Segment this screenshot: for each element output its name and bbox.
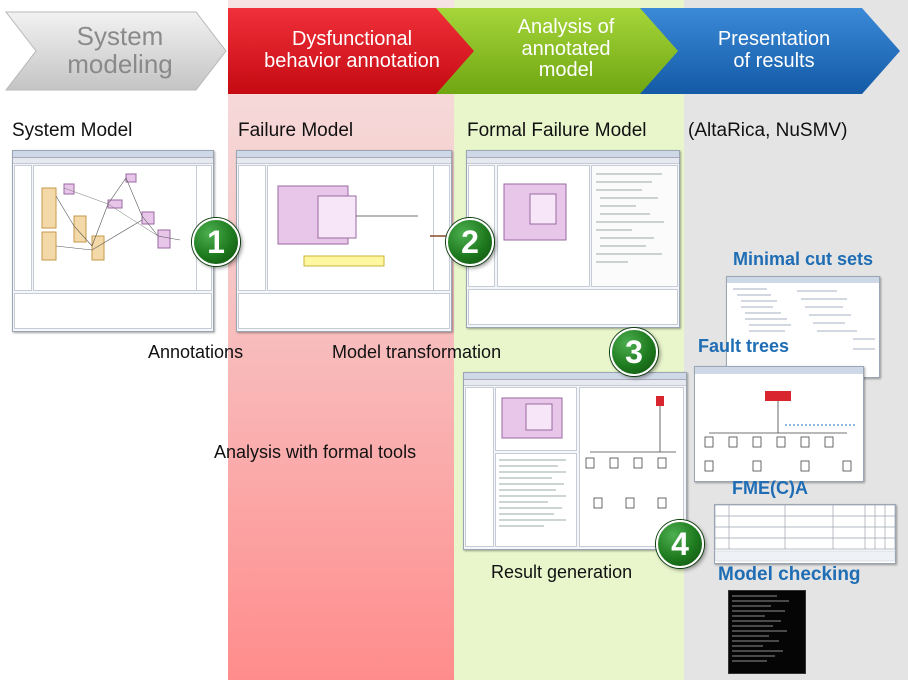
project-tree [238, 165, 266, 291]
fault-tree-view [579, 387, 684, 547]
system-model-heading: System Model [12, 120, 133, 141]
phase-arrow-system-modeling [4, 11, 227, 91]
diagram-canvas [33, 165, 197, 291]
log-view [495, 453, 577, 547]
minimal-cut-sets-screenshot [726, 276, 880, 378]
diagram-canvas [496, 165, 590, 287]
window-titlebar [13, 151, 213, 158]
phase-arrow-presentation [640, 8, 900, 94]
phase-line: Presentation [717, 28, 831, 50]
fmeca-label: FME(C)A [732, 478, 808, 498]
phase-label-system-modeling: System modeling [30, 22, 210, 78]
tools-heading: (AltaRica, NuSMV) [688, 120, 848, 141]
fmeca-table-screenshot [714, 504, 896, 564]
model-view [495, 387, 577, 451]
code-lines-preview [596, 173, 665, 263]
properties-panel [14, 293, 212, 329]
annotations-label: Annotations [148, 342, 244, 362]
phase-arrow-analysis [436, 8, 682, 94]
phase-line: System [76, 21, 164, 51]
diagram-canvas [266, 165, 434, 291]
failure-block-preview [277, 185, 418, 267]
phase-arrow-dysfunctional [228, 8, 478, 94]
fmeca-table-preview [715, 505, 895, 562]
project-tree [465, 387, 494, 547]
system-model-screenshot [12, 150, 214, 332]
step-badge-2: 2 [446, 218, 494, 266]
code-editor [591, 165, 678, 287]
result-generation-label: Result generation [491, 562, 633, 582]
model-checking-console [728, 590, 806, 674]
phase-line: Dysfunctional [291, 28, 413, 50]
phase-label-analysis: Analysis of annotated model [466, 16, 666, 82]
failure-model-heading: Failure Model [238, 120, 354, 141]
phase-line: Analysis of [517, 16, 615, 38]
phase-line: modeling [67, 49, 173, 80]
model-checking-label: Model checking [718, 564, 861, 585]
analysis-with-formal-tools-label: Analysis with formal tools [214, 442, 417, 462]
phase-line: of results [733, 49, 815, 72]
step-badge-4: 4 [656, 520, 704, 568]
formal-failure-model-screenshot [466, 150, 680, 328]
phase-label-presentation: Presentation of results [676, 28, 872, 72]
annotation-phase-band [228, 0, 454, 680]
step-badge-1: 1 [192, 218, 240, 266]
fault-tree-preview [586, 396, 677, 509]
formal-failure-model-heading: Formal Failure Model [467, 120, 647, 141]
phase-line: behavior annotation [264, 49, 440, 72]
log-lines-preview [499, 459, 567, 527]
project-tree [14, 165, 32, 291]
window-toolbar [467, 158, 679, 164]
minimal-cut-sets-label: Minimal cut sets [733, 249, 874, 269]
formal-block-preview [503, 183, 567, 241]
window-titlebar [467, 151, 679, 158]
window-toolbar [237, 158, 451, 164]
model-block-preview [501, 397, 563, 439]
step-badge-3: 3 [610, 328, 658, 376]
cut-sets-tree-preview [727, 277, 879, 350]
model-transformation-label: Model transformation [332, 342, 502, 362]
fault-trees-screenshot [694, 366, 864, 482]
properties-panel [468, 289, 678, 325]
console-output-preview [732, 595, 789, 662]
fault-tree-diagram-preview [695, 367, 863, 472]
phase-label-dysfunctional: Dysfunctional behavior annotation [232, 28, 472, 72]
block-diagram-preview [41, 173, 181, 261]
window-titlebar [237, 151, 451, 158]
phase-line: model [538, 59, 594, 82]
failure-model-screenshot [236, 150, 452, 332]
fault-trees-label: Fault trees [698, 336, 790, 356]
properties-panel [238, 293, 450, 329]
result-generation-screenshot [463, 372, 687, 550]
window-toolbar [13, 158, 213, 164]
window-titlebar [464, 373, 686, 380]
phase-arrow-banner [4, 8, 900, 94]
window-toolbar [464, 380, 686, 386]
phase-line: annotated [521, 37, 611, 60]
